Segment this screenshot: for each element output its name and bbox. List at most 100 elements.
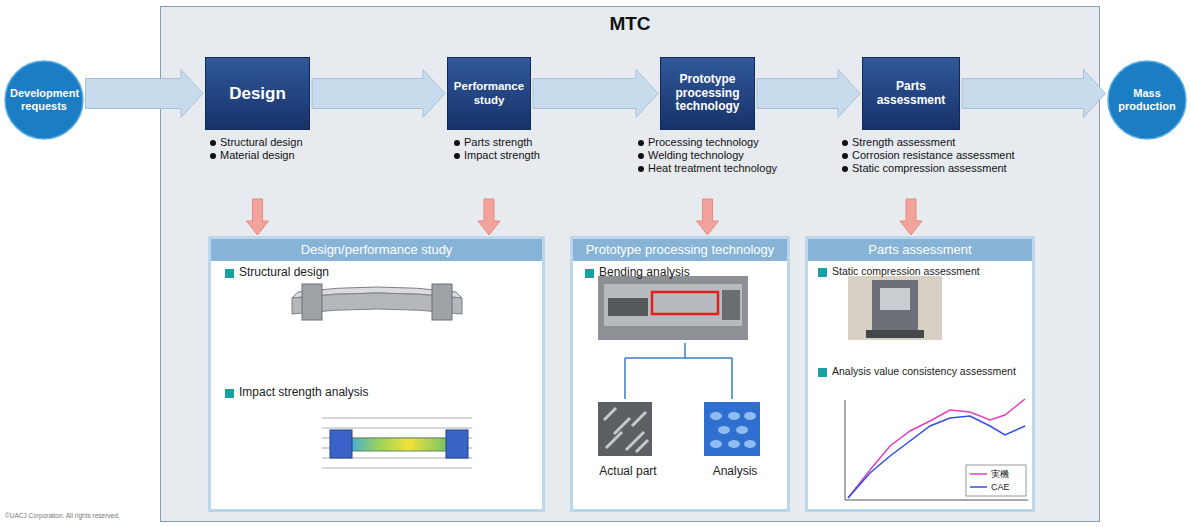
die-part [722,290,740,320]
detail-panel: Prototype processing technologyBending a… [570,236,790,512]
press-window [880,288,910,310]
press-frame [872,280,918,334]
beam-face [292,293,462,314]
model-cell [728,412,740,420]
model-ground [704,402,760,456]
down-arrow [697,199,719,235]
legend-sample [970,473,987,475]
bullet-dot [638,166,644,172]
square-bullet [225,269,234,278]
circle-shape [5,61,83,139]
text-slot: 実機 [991,468,1025,480]
bullet-dot [842,140,848,146]
bullet-text: Material design [220,149,320,162]
bullet-line: Impact strength [452,149,567,162]
step-title: Design [206,84,309,104]
test-curve [848,399,1025,498]
grid-line [322,468,472,469]
grid-line [322,418,472,419]
support-block [330,430,352,458]
text-slot: Analysis value consistency assessment [832,365,1022,378]
circle-shape [1108,61,1186,139]
bending-photo [598,276,748,340]
down-arrow [900,199,922,235]
circle-label: Mass production [1107,87,1187,113]
grid-line [322,438,472,439]
process-box: Prototype processing technology [660,57,755,130]
bullet-line: Structural design [208,136,320,149]
model-cell [728,440,740,448]
bullet-line: Processing technology [636,136,802,149]
square-bullet [818,268,827,277]
process-step: Parts assessmentStrength assessmentCorro… [836,57,1051,175]
photo-ground [848,276,942,340]
flow-arrow [86,70,204,118]
model-cell [744,412,756,420]
y-axis [845,400,846,500]
bullet-line: Material design [208,149,320,162]
panel-heading: Design/performance study [211,239,542,261]
beam-bracket [302,284,322,320]
square-bullet [225,389,234,398]
bullet-dot [638,140,644,146]
x-axis [845,500,1028,501]
text-slot: Static compression assessment [832,265,1028,278]
flow-arrow [962,70,1106,118]
square-bullet [585,269,594,278]
impact-analysis-illustration [322,418,472,468]
legend-sample [970,486,987,488]
model-cell [736,426,748,434]
terminal-circle: Development requests [4,60,84,140]
flow-arrow [757,70,860,118]
photo-ground [598,402,652,456]
analysis-model [704,402,760,456]
bullet-line: Heat treatment technology [636,162,802,175]
beam-model [348,438,450,451]
panel-header: Parts assessment [808,239,1032,261]
text-slot: Analysis [685,464,785,478]
bullet-dot [842,153,848,159]
terminal-circle: Mass production [1107,60,1187,140]
detail-panel: Design/performance studyStructural desig… [208,236,545,512]
model-cell [718,426,730,434]
grid-line [322,458,472,459]
circle-label: Development requests [4,87,84,113]
actual-part-photo [598,402,652,456]
photo-ground [598,276,748,340]
process-step: Prototype processing technologyProcessin… [632,57,802,175]
bullet-list: Processing technologyWelding technologyH… [636,136,802,175]
process-step: DesignStructural designMaterial design [200,57,320,162]
bullet-dot [454,153,460,159]
panel-header: Prototype processing technology [573,239,787,261]
grid-line [322,428,472,429]
bullet-line: Parts strength [452,136,567,149]
step-title: Parts assessment [863,80,959,108]
text-slot: Bending analysis [599,265,779,279]
bullet-text: Heat treatment technology [648,162,802,175]
press-base [866,330,924,338]
bullet-list: Strength assessmentCorrosion resistance … [840,136,1051,175]
copyright-note: ©UACJ Corporation. All rights reserved. [5,512,225,520]
legend-label: 実機 [991,468,1025,480]
bullet-list: Structural designMaterial design [208,136,320,162]
text-slot: Actual part [578,464,678,478]
bullet-text: Processing technology [648,136,802,149]
text-slot: ©UACJ Corporation. All rights reserved. [5,512,225,520]
bullet-dot [210,153,216,159]
bullet-dot [638,153,644,159]
bullet-dot [210,140,216,146]
bullet-dot [842,166,848,172]
panel-header: Design/performance study [211,239,542,261]
beam-illustration [292,284,462,320]
item-label: Bending analysis [599,265,779,279]
bullet-text: Static compression assessment [852,162,1051,175]
legend-box [966,465,1026,496]
grid-line [322,448,472,449]
legend-label: CAE [991,481,1025,493]
buckle-pattern [604,408,648,452]
bullet-text: Welding technology [648,149,802,162]
bullet-text: Structural design [220,136,320,149]
